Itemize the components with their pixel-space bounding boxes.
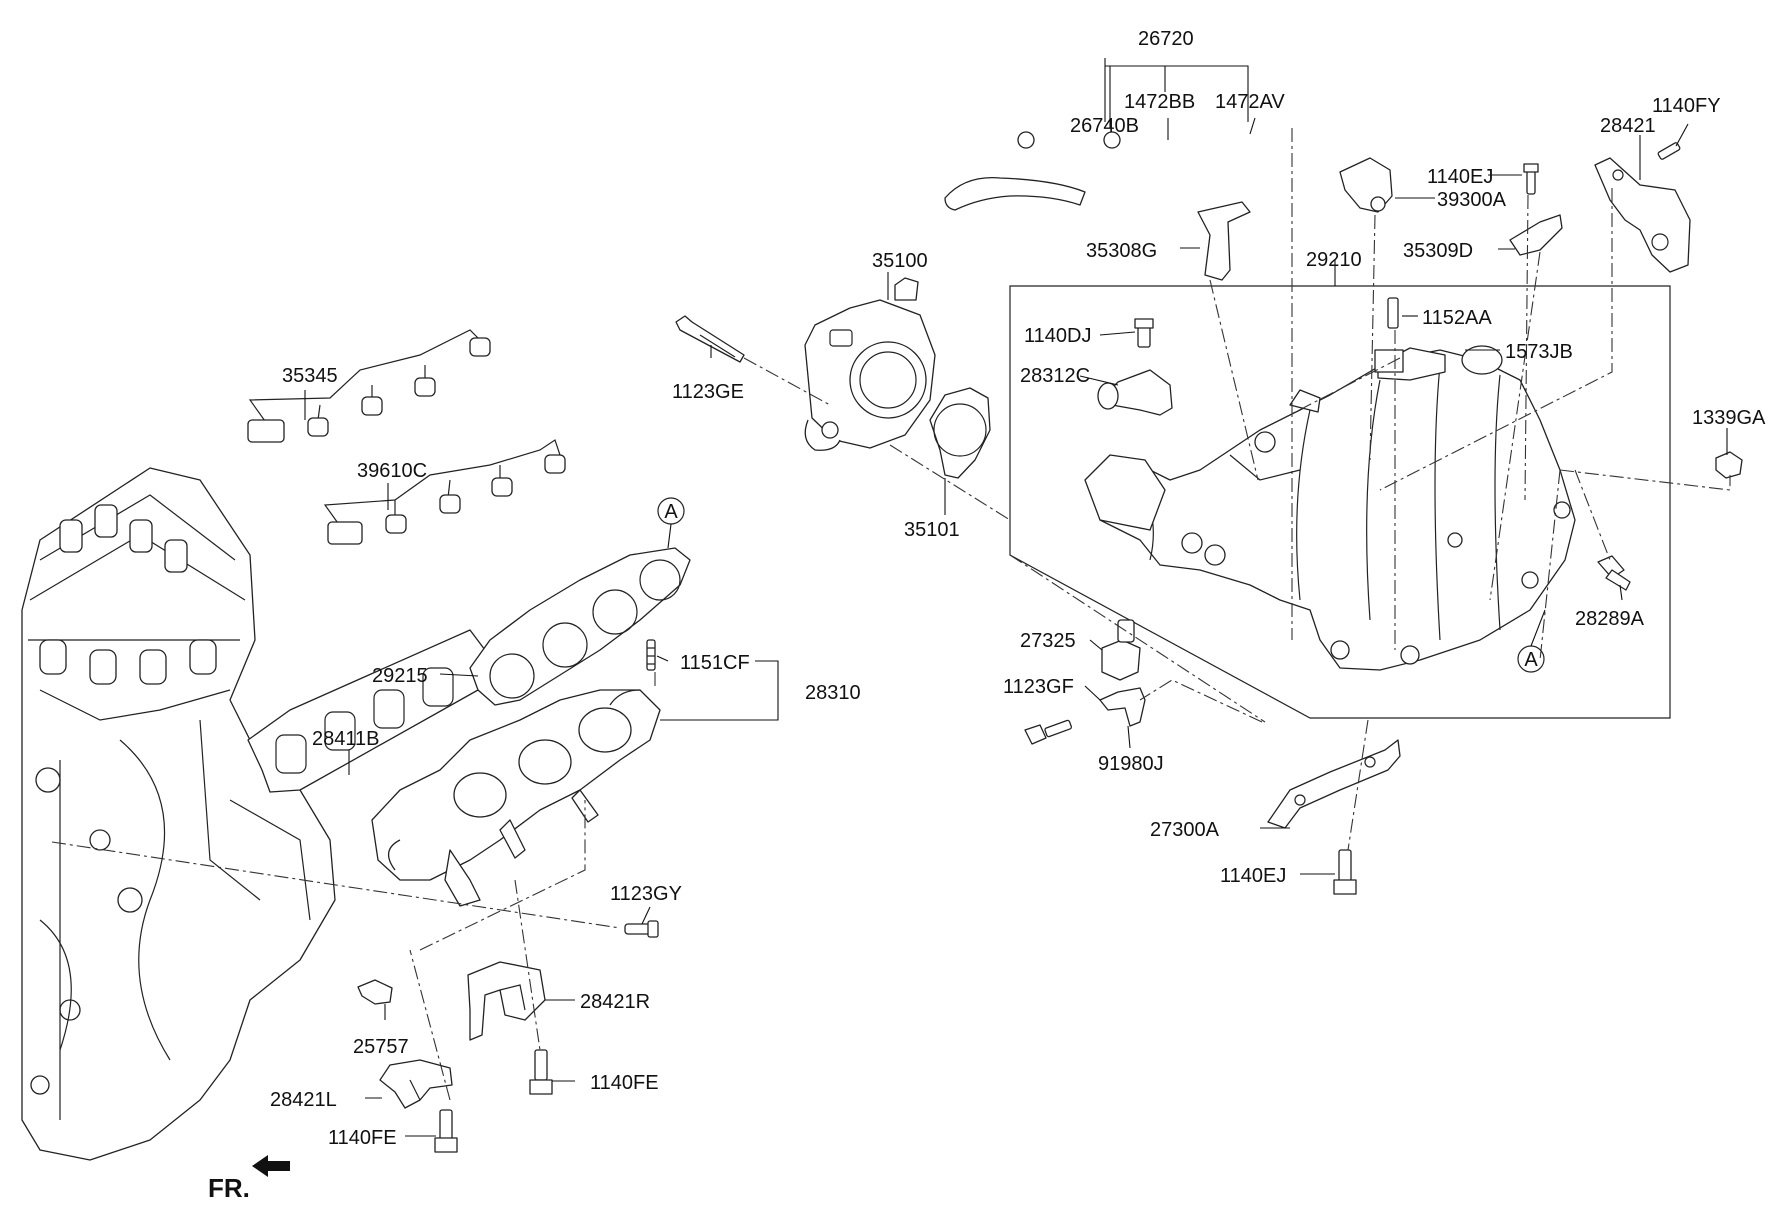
label-28310: 28310 <box>805 682 861 704</box>
label-1152AA: 1152AA <box>1422 307 1492 329</box>
label-28421R: 28421R <box>580 991 650 1013</box>
label-1140EJ-bottom: 1140EJ <box>1220 865 1286 887</box>
label-27300A: 27300A <box>1150 819 1220 841</box>
label-26720: 26720 <box>1138 28 1194 50</box>
bolt-1140FE-right-drawing <box>529 1049 553 1095</box>
leader-lines <box>304 58 1728 1137</box>
exhaust-manifold-drawing <box>371 689 661 907</box>
wire-harness-35345-drawing <box>247 329 491 443</box>
front-direction-arrow <box>252 1155 290 1177</box>
label-1339GA: 1339GA <box>1692 407 1766 429</box>
bolt-1140FE-left-drawing <box>434 1109 458 1153</box>
label-1573JB: 1573JB <box>1505 341 1573 363</box>
label-1123GE: 1123GE <box>672 381 744 403</box>
label-1151CF: 1151CF <box>680 652 750 674</box>
bracket-27300A-drawing <box>1267 739 1401 829</box>
label-26740B: 26740B <box>1070 115 1139 137</box>
sensor-28312C-drawing <box>1097 369 1173 416</box>
label-28421L: 28421L <box>270 1089 337 1111</box>
label-28411B: 28411B <box>312 728 379 750</box>
label-35100: 35100 <box>872 250 928 272</box>
bolt-1140EJ-bottom-drawing <box>1333 849 1357 895</box>
hose-26740B-drawing <box>944 131 1121 211</box>
bolt-1140DJ-drawing <box>1134 318 1154 348</box>
sensor-27325-drawing <box>1101 619 1141 681</box>
label-39610C: 39610C <box>357 460 427 482</box>
bracket-35309D-drawing <box>1509 214 1563 256</box>
label-28289A: 28289A <box>1575 608 1645 630</box>
label-35101: 35101 <box>904 519 960 541</box>
wire-harness-39610C-drawing <box>323 439 566 545</box>
label-1140DJ: 1140DJ <box>1024 325 1091 347</box>
bolt-1140FY-drawing <box>1657 142 1681 160</box>
stud-1151CF-drawing <box>646 639 656 671</box>
label-35308G: 35308G <box>1086 240 1157 262</box>
label-91980J: 91980J <box>1098 753 1164 775</box>
bracket-35308G-drawing <box>1197 201 1251 281</box>
label-1123GY: 1123GY <box>610 883 682 905</box>
intake-manifold-box <box>1009 285 1671 719</box>
label-25757: 25757 <box>353 1036 409 1058</box>
reference-mark-a-lower: A <box>1517 609 1546 673</box>
valve-28289A-drawing <box>1597 555 1631 591</box>
assembly-lines <box>51 128 1731 1101</box>
sensor-39300A-drawing <box>1339 157 1393 213</box>
label-39300A: 39300A <box>1437 189 1507 211</box>
label-1472AV: 1472AV <box>1215 91 1285 113</box>
svg-text:A: A <box>1524 649 1538 671</box>
label-35345: 35345 <box>282 365 338 387</box>
label-27325: 27325 <box>1020 630 1076 652</box>
bolt-1123GY-drawing <box>624 920 659 938</box>
bracket-28421L-drawing <box>379 1059 453 1109</box>
bracket-28421R-drawing <box>467 961 546 1041</box>
label-1140FE-left: 1140FE <box>328 1127 397 1149</box>
part-labels: 26720 1472BB 1472AV 26740B 1140FY 28421 … <box>208 28 1766 1203</box>
bolt-1123GF-drawing <box>1024 719 1073 745</box>
label-1472BB: 1472BB <box>1124 91 1195 113</box>
label-28421: 28421 <box>1600 115 1656 137</box>
intake-manifold-29210-drawing <box>1084 345 1576 671</box>
label-29210: 29210 <box>1306 249 1362 271</box>
label-1140FE-right: 1140FE <box>590 1072 659 1094</box>
front-direction-label: FR. <box>208 1173 250 1203</box>
throttle-body-35100-drawing <box>804 277 936 451</box>
nut-1339GA-drawing <box>1715 451 1743 479</box>
label-35309D: 35309D <box>1403 240 1473 262</box>
label-1123GF: 1123GF <box>1003 676 1074 698</box>
label-1140EJ-top: 1140EJ <box>1427 166 1493 188</box>
sensor-25757-drawing <box>357 979 393 1005</box>
stud-1152AA-drawing <box>1387 297 1399 329</box>
bracket-91980J-drawing <box>1099 687 1146 727</box>
engine-block-drawing <box>21 467 336 1161</box>
arrow-left-icon <box>252 1155 290 1177</box>
svg-text:A: A <box>664 501 678 523</box>
bolt-1123GE-drawing <box>675 315 745 363</box>
reference-mark-a-upper: A <box>657 497 685 549</box>
bolt-1140EJ-top-drawing <box>1523 163 1539 195</box>
bracket-28421-drawing <box>1594 157 1691 273</box>
label-1140FY: 1140FY <box>1652 95 1721 117</box>
throttle-gasket-35101-drawing <box>929 387 991 479</box>
label-29215: 29215 <box>372 665 428 687</box>
label-28312C: 28312C <box>1020 365 1090 387</box>
intake-gasket-drawing <box>469 547 691 706</box>
